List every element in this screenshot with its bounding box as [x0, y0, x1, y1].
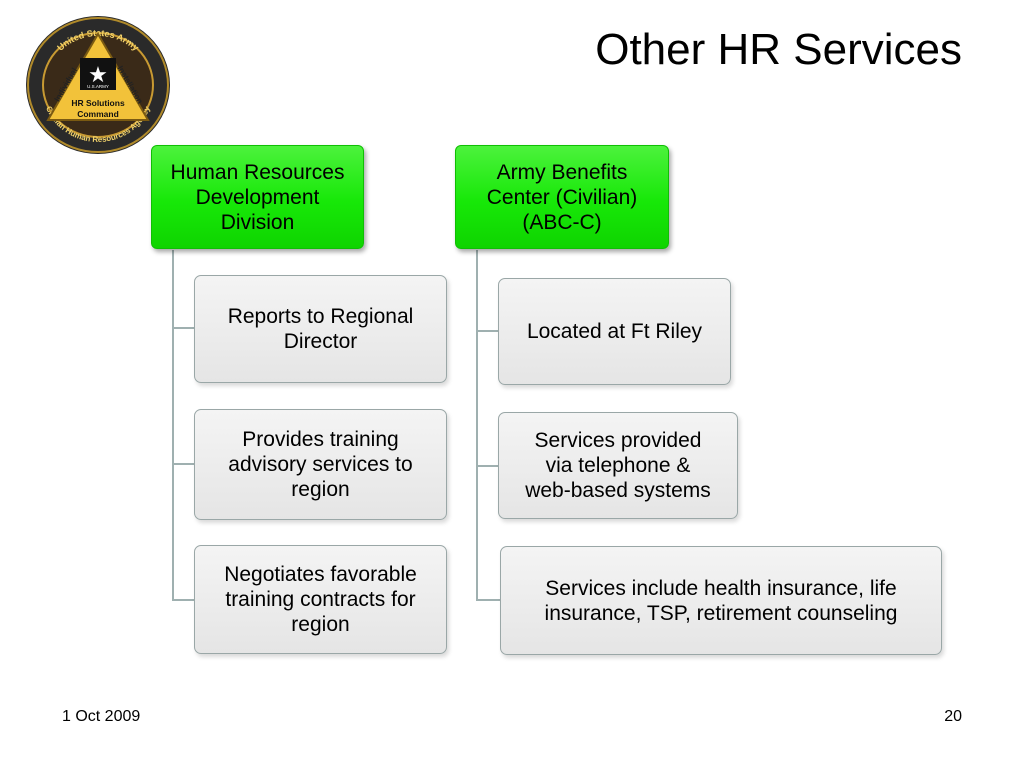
training-advisory-box: Provides training advisory services to r…: [194, 409, 447, 520]
box-text-line: Negotiates favorable: [224, 563, 417, 586]
box-text-line: Services provided: [534, 429, 702, 452]
army-hr-logo: United States Army Civilian Human Resour…: [26, 16, 170, 154]
box-text-line: insurance, TSP, retirement counseling: [544, 601, 898, 625]
box-text-line: advisory services to: [228, 453, 413, 476]
box-text-line: (ABC-C): [522, 211, 602, 234]
box-text-line: training contracts for: [225, 588, 416, 611]
reports-to-director-box: Reports to Regional Director: [194, 275, 447, 383]
box-text-line: Development: [195, 186, 320, 209]
box-text-line: Located at Ft Riley: [526, 320, 703, 343]
training-contracts-box: Negotiates favorable training contracts …: [194, 545, 447, 654]
box-text-line: via telephone &: [545, 454, 691, 477]
box-text-line: Services include health insurance, life: [545, 576, 897, 600]
logo-badge-text: U.S.ARMY: [87, 84, 109, 89]
hr-development-division-box: Human Resources Development Division: [151, 145, 364, 249]
box-text-line: Director: [283, 330, 358, 353]
connector-left-3: [172, 599, 194, 601]
located-ft-riley-box: Located at Ft Riley: [498, 278, 731, 385]
slide-date: 1 Oct 2009: [62, 708, 141, 725]
connector-right-trunk: [476, 250, 478, 601]
box-text-line: Provides training: [242, 428, 399, 451]
box-text-line: region: [291, 613, 350, 636]
box-text-line: Army Benefits: [496, 161, 628, 184]
services-provided-box: Services provided via telephone & web-ba…: [498, 412, 738, 519]
services-include-box: Services include health insurance, life …: [500, 546, 942, 655]
connector-left-2: [172, 463, 194, 465]
box-text-line: Reports to Regional: [227, 305, 414, 328]
army-benefits-center-box: Army Benefits Center (Civilian) (ABC-C): [455, 145, 669, 249]
connector-right-3: [476, 599, 500, 601]
star-icon: ★: [88, 62, 108, 87]
logo-line1-text: HR Solutions: [71, 98, 125, 108]
connector-left-trunk: [172, 250, 174, 601]
slide-title: Other HR Services: [595, 25, 962, 74]
box-text-line: Center (Civilian): [486, 186, 638, 209]
box-text-line: region: [291, 478, 350, 501]
box-text-line: web-based systems: [525, 479, 711, 502]
connector-left-1: [172, 327, 194, 329]
connector-right-2: [476, 465, 498, 467]
slide-page-number: 20: [944, 708, 962, 725]
connector-right-1: [476, 330, 498, 332]
box-text-line: Division: [220, 211, 295, 234]
logo-line2-text: Command: [77, 109, 119, 119]
box-text-line: Human Resources: [170, 161, 345, 184]
